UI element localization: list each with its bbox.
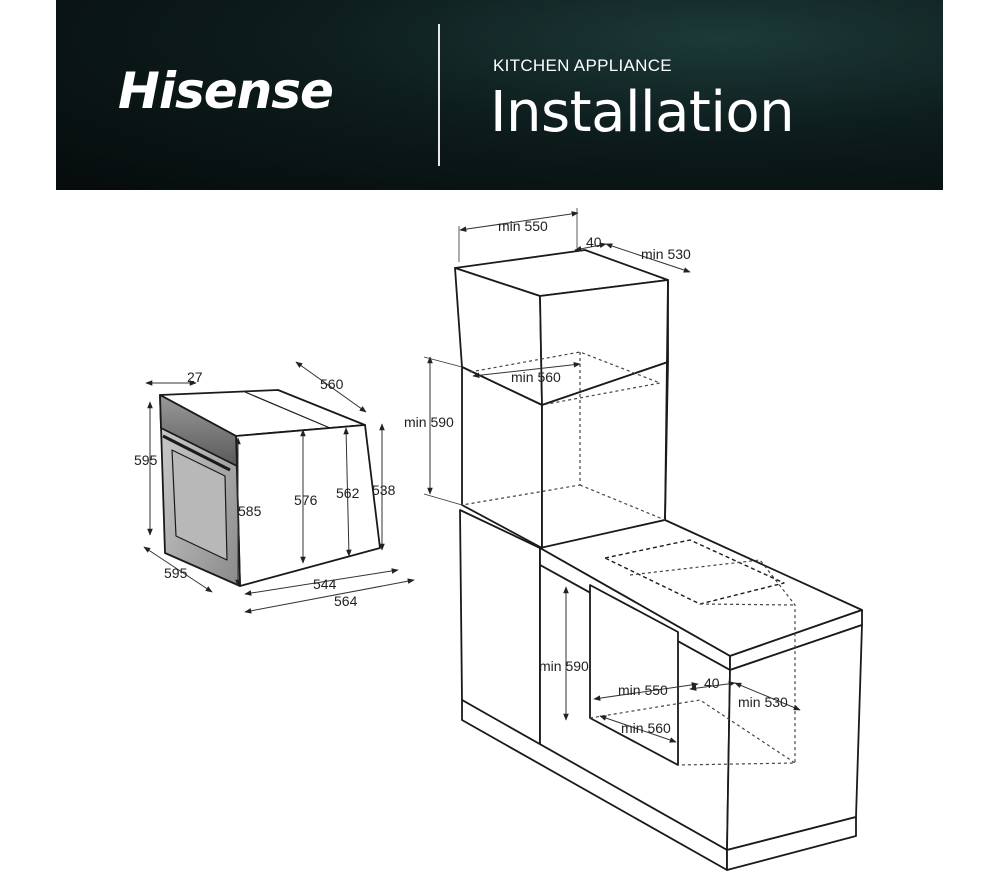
dim-oven-body-height: 576	[294, 492, 318, 508]
dim-oven-door-height: 585	[238, 503, 262, 519]
dim-oven-back-height: 538	[372, 482, 396, 498]
oven-dimension-lines	[143, 361, 415, 614]
dim-base-inner-depth: min 560	[621, 720, 671, 736]
dim-base-offset: 40	[704, 675, 720, 691]
dim-oven-front-height: 595	[134, 452, 158, 468]
dim-oven-bottom-depth: 544	[313, 576, 337, 592]
dim-column-niche-height: min 590	[404, 414, 454, 430]
dim-oven-top-depth: 27	[187, 369, 203, 385]
page-subtitle: KITCHEN APPLIANCE	[493, 56, 672, 75]
dim-oven-top-width: 560	[320, 376, 344, 392]
dim-oven-front-width: 595	[164, 565, 188, 581]
dim-column-offset: 40	[586, 234, 602, 250]
dim-column-inner-depth: min 560	[511, 369, 561, 385]
dim-column-width: min 550	[498, 218, 548, 234]
installation-diagram: 27 560 595 585 576 562 538 595 544 564	[134, 208, 863, 871]
dim-oven-overall-depth: 564	[334, 593, 358, 609]
dim-column-depth: min 530	[641, 246, 691, 262]
oven-drawing	[159, 389, 381, 587]
dim-oven-rear-height: 562	[336, 485, 360, 501]
dim-base-niche-height: min 590	[539, 658, 589, 674]
cabinet-dimension-lines	[423, 208, 801, 743]
dim-base-depth: min 530	[738, 694, 788, 710]
cabinet-drawing	[454, 249, 863, 871]
banner-divider	[438, 24, 440, 166]
hisense-logo: Hisense	[118, 62, 334, 120]
dim-base-width: min 550	[618, 682, 668, 698]
page-title: Installation	[490, 80, 795, 145]
header-banner	[56, 0, 943, 190]
